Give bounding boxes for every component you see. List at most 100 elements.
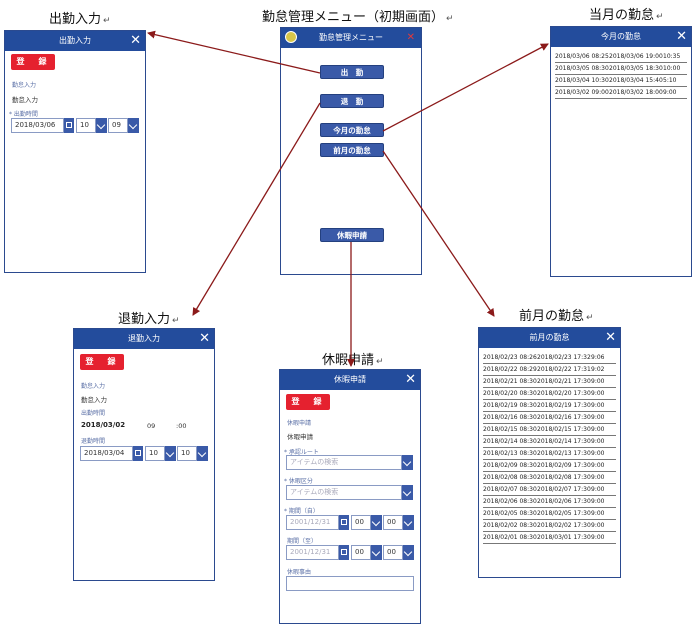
duration: 9:02 — [591, 366, 605, 373]
register-button[interactable]: 登 録 — [11, 54, 55, 70]
start-time: 2018/03/05 08:30 — [555, 65, 609, 72]
app-logo-icon — [285, 31, 297, 43]
label-in-time: 出勤時間 — [81, 410, 106, 417]
chevron-down-icon[interactable] — [403, 515, 414, 530]
reason-textarea[interactable] — [286, 576, 414, 591]
chevron-down-icon[interactable] — [403, 545, 414, 560]
menu-title: 勤怠管理メニュー — [319, 33, 383, 42]
close-icon[interactable]: ✕ — [406, 32, 415, 43]
value-input: 勤怠入力 — [12, 96, 38, 104]
duration: 10:00 — [663, 65, 681, 72]
to-date-input[interactable]: 2001/12/31 — [286, 545, 339, 560]
end-time: 2018/03/04 15:40 — [609, 77, 663, 84]
chevron-down-icon[interactable] — [96, 118, 107, 133]
taikin-button[interactable]: 退 勤 — [320, 94, 384, 108]
chevron-down-icon[interactable] — [165, 446, 176, 461]
label-input: 勤怠入力 — [81, 383, 106, 390]
chevron-down-icon[interactable] — [371, 545, 382, 560]
close-icon[interactable]: ✕ — [199, 331, 210, 346]
duration: 9:00 — [591, 474, 605, 481]
end-time: 2018/02/23 17:32 — [537, 354, 591, 361]
lastmonth-button[interactable]: 前月の勤怠 — [320, 143, 384, 157]
chevron-down-icon[interactable] — [371, 515, 382, 530]
end-time: 2018/02/06 17:30 — [537, 498, 591, 505]
start-time: 2018/02/15 08:30 — [483, 426, 537, 433]
kyuka-title: 休暇申請 — [334, 375, 366, 384]
thismonth-header: 今月の勤怠 ✕ — [551, 27, 691, 47]
kyuka-button[interactable]: 休暇申請 — [320, 228, 384, 242]
start-time: 2018/02/21 08:30 — [483, 378, 537, 385]
duration: 9:00 — [591, 462, 605, 469]
shukkin-title: 出勤入力 — [59, 36, 91, 45]
start-time: 2018/02/22 08:29 — [483, 366, 537, 373]
thismonth-title: 今月の勤怠 — [601, 32, 641, 41]
label-from: * 期間（自） — [284, 508, 319, 515]
chevron-down-icon[interactable] — [197, 446, 208, 461]
label-kind: * 休暇区分 — [284, 478, 313, 485]
shukkin-button[interactable]: 出 勤 — [320, 65, 384, 79]
end-time: 2018/03/01 17:30 — [537, 534, 591, 541]
register-button[interactable]: 登 録 — [80, 354, 124, 370]
calendar-icon[interactable] — [339, 545, 349, 560]
value-type: 休暇申請 — [287, 433, 313, 441]
thismonth-button[interactable]: 今月の勤怠 — [320, 123, 384, 137]
label-time: * 出勤時間 — [9, 111, 38, 118]
start-time: 2018/02/01 08:30 — [483, 534, 537, 541]
register-button[interactable]: 登 録 — [286, 394, 330, 410]
chevron-down-icon[interactable] — [402, 485, 413, 500]
calendar-icon[interactable] — [339, 515, 349, 530]
arrow-to-shukkin — [147, 30, 321, 74]
duration: 9:00 — [591, 522, 605, 529]
label-type: 休暇申請 — [287, 420, 312, 427]
calendar-icon[interactable] — [133, 446, 143, 461]
lastmonth-title: 前月の勤怠 — [529, 333, 570, 342]
duration: 9:00 — [591, 426, 605, 433]
calendar-icon[interactable] — [64, 118, 74, 133]
start-time: 2018/02/09 08:30 — [483, 462, 537, 469]
from-date-input[interactable]: 2001/12/31 — [286, 515, 339, 530]
start-time: 2018/03/04 10:30 — [555, 77, 609, 84]
kyuka-panel: 休暇申請 ✕ 登 録 休暇申請 休暇申請 * 承認ルート アイテムの検索 * 休… — [279, 369, 421, 624]
close-icon[interactable]: ✕ — [676, 29, 687, 44]
chevron-down-icon[interactable] — [128, 118, 139, 133]
start-time: 2018/02/07 08:30 — [483, 486, 537, 493]
end-time: 2018/02/14 17:30 — [537, 438, 591, 445]
shukkin-header: 出勤入力 ✕ — [5, 31, 145, 51]
close-icon[interactable]: ✕ — [130, 33, 141, 48]
out-date-input[interactable]: 2018/03/04 — [80, 446, 133, 461]
duration: 9:00 — [591, 378, 605, 385]
menu-header: 勤怠管理メニュー ✕ — [281, 28, 421, 48]
duration: 9:00 — [591, 402, 605, 409]
close-icon[interactable]: ✕ — [605, 330, 616, 345]
to-minute-select[interactable]: 00 — [383, 545, 403, 560]
chevron-down-icon[interactable] — [402, 455, 413, 470]
date-input[interactable]: 2018/03/06 — [11, 118, 64, 133]
caption-menu: 勤怠管理メニュー（初期画面）↵ — [262, 10, 454, 25]
start-time: 2018/02/23 08:26 — [483, 354, 537, 361]
duration: 9:00 — [591, 390, 605, 397]
close-icon[interactable]: ✕ — [405, 372, 416, 387]
